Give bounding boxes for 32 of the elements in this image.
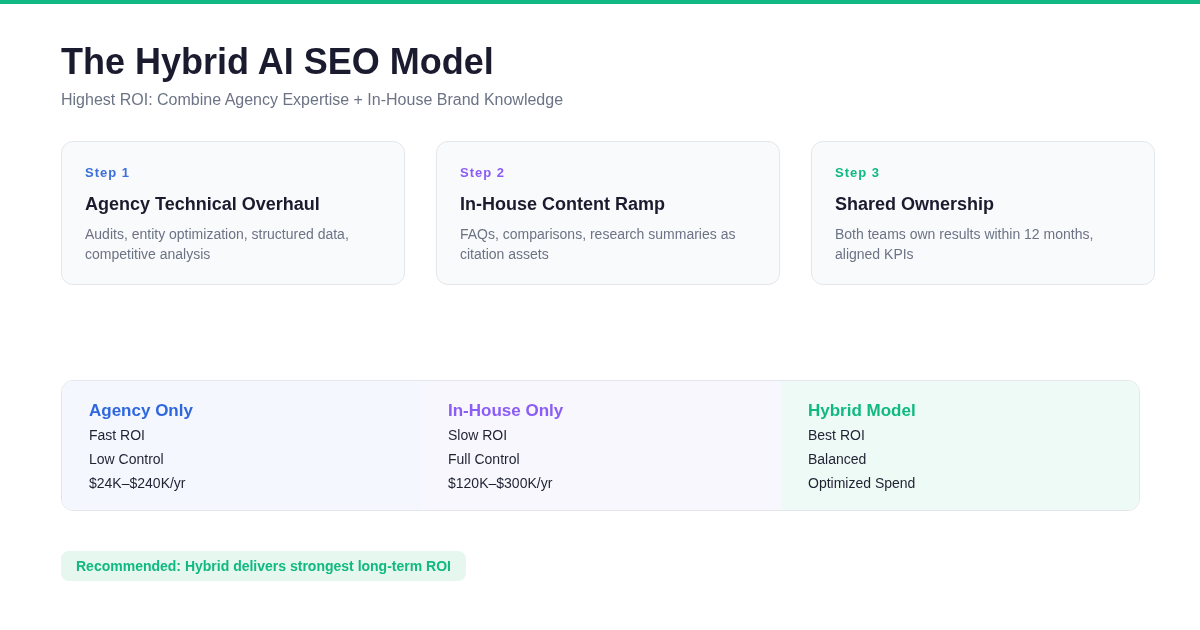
column-item: Low Control bbox=[89, 450, 164, 468]
step-label: Step 3 bbox=[835, 165, 880, 181]
step-label: Step 1 bbox=[85, 165, 130, 181]
recommendation-text: Recommended: Hybrid delivers strongest long-term ROI bbox=[76, 557, 451, 576]
column-item: Balanced bbox=[808, 450, 867, 468]
column-item: Slow ROI bbox=[448, 426, 508, 444]
column-item: Full Control bbox=[448, 450, 520, 468]
step-heading: Agency Technical Overhaul bbox=[85, 193, 320, 215]
step-card bbox=[811, 141, 1155, 285]
step-label: Step 2 bbox=[460, 165, 505, 181]
comparison-panel bbox=[61, 380, 1140, 511]
comparison-column bbox=[62, 381, 421, 510]
comparison-column bbox=[781, 381, 1139, 510]
title: The Hybrid AI SEO Model bbox=[61, 40, 494, 84]
column-item: Best ROI bbox=[808, 426, 865, 444]
column-heading: Hybrid Model bbox=[808, 400, 916, 422]
column-item: $24K–$240K/yr bbox=[89, 474, 186, 492]
step-card bbox=[436, 141, 780, 285]
step-heading: Shared Ownership bbox=[835, 193, 995, 215]
column-item: $120K–$300K/yr bbox=[448, 474, 553, 492]
column-item: Optimized Spend bbox=[808, 474, 916, 492]
step-description: FAQs, comparisons, research summaries as citation assets bbox=[460, 225, 737, 264]
comparison-column bbox=[421, 381, 781, 510]
step-description: Both teams own results within 12 months, aligned KPIs bbox=[835, 225, 1095, 264]
step-heading: In-House Content Ramp bbox=[460, 193, 665, 215]
step-card bbox=[61, 141, 405, 285]
subtitle: Highest ROI: Combine Agency Expertise + In-House Brand Knowledge bbox=[61, 90, 564, 110]
column-item: Fast ROI bbox=[89, 426, 145, 444]
step-description: Audits, entity optimization, structured data, competitive analysis bbox=[85, 225, 350, 264]
column-heading: Agency Only bbox=[89, 400, 193, 422]
column-heading: In-House Only bbox=[448, 400, 564, 422]
recommendation-banner bbox=[61, 551, 466, 581]
